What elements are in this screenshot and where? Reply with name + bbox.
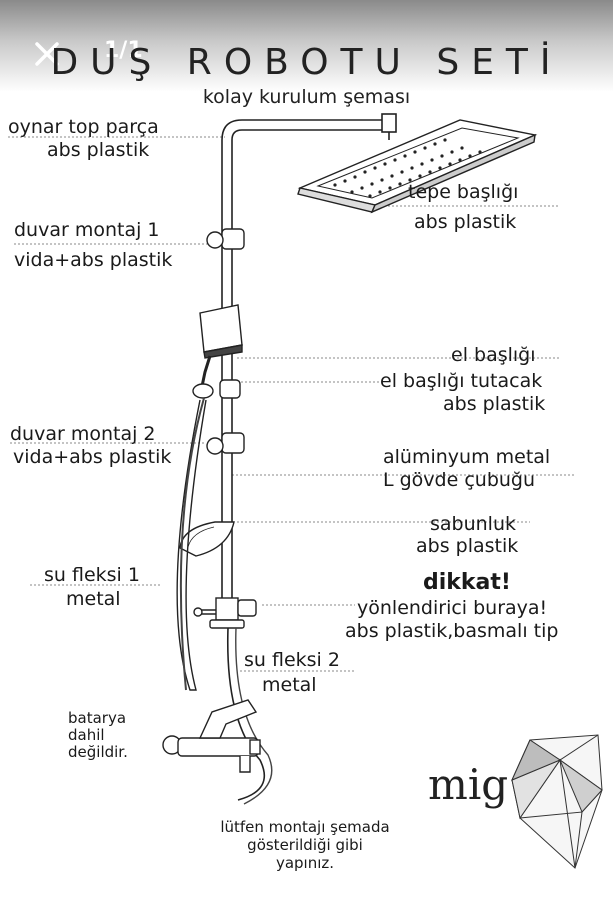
rain-shower-head [297,119,538,214]
label-sabunluk: sabunluk [430,513,517,535]
close-icon[interactable] [33,40,61,68]
label-el-basligi-tutacak: el başlığı tutacak [380,370,543,392]
diagram-title: DUŞ ROBOTU SETİ [50,42,563,83]
rain-shower-nozzles [333,138,482,198]
label-su-fleksi-1: su fleksi 1 [44,564,140,586]
label-su-fleksi-2-material: metal [262,674,317,696]
soap-dish [179,521,235,557]
hose-1-core [179,397,205,691]
label-batarya: batarya [68,709,127,727]
label-su-fleksi-2: su fleksi 2 [244,649,340,671]
label-tepe-basligi-material: abs plastik [414,211,517,233]
top-ball-joint [381,113,397,133]
note-line-3: yapınız. [275,854,335,872]
label-duvar-montaj-2: duvar montaj 2 [10,423,156,445]
label-batarya-dahil: dahil [68,726,105,744]
label-govde-cubugu: L gövde çubuğu [383,469,536,491]
label-yonlendirici-material: abs plastik,basmalı tip [345,620,559,642]
mixer-tap [162,699,261,773]
hose-1 [176,399,207,691]
label-duvar-montaj-1-material: vida+abs plastik [14,249,173,271]
note-line-2: gösterildiği gibi [247,836,363,854]
label-oynar-top-material: abs plastik [47,139,150,161]
label-el-basligi: el başlığı [451,344,536,366]
label-sabunluk-material: abs plastik [416,535,519,557]
label-yonlendirici: yönlendirici buraya! [357,597,548,619]
label-oynar-top: oynar top parça [8,116,159,138]
label-dikkat: dikkat! [423,570,511,595]
brand-logo-crystal [511,734,603,869]
label-duvar-montaj-1: duvar montaj 1 [14,219,160,241]
label-aluminyum: alüminyum metal [383,446,551,468]
label-el-basligi-tutacak-material: abs plastik [443,393,546,415]
brand-logo-text: mig [428,760,509,809]
label-batarya-degildir: değildir. [68,743,128,761]
viewer-top-bar [0,0,613,92]
wall-mount-1 [206,228,245,250]
main-pipe-inner [231,129,385,620]
diverter [193,597,257,629]
main-pipe-outer [221,119,385,620]
diagram-subtitle: kolay kurulum şeması [202,86,411,108]
wall-mount-2 [206,432,245,455]
label-duvar-montaj-2-material: vida+abs plastik [13,446,172,468]
hand-shower-holder [192,379,241,399]
label-tepe-basligi: tepe başlığı [408,181,519,203]
image-counter: 1/1 [104,38,143,63]
note-line-1: lütfen montajı şemada [220,818,390,836]
label-su-fleksi-1-material: metal [66,588,121,610]
